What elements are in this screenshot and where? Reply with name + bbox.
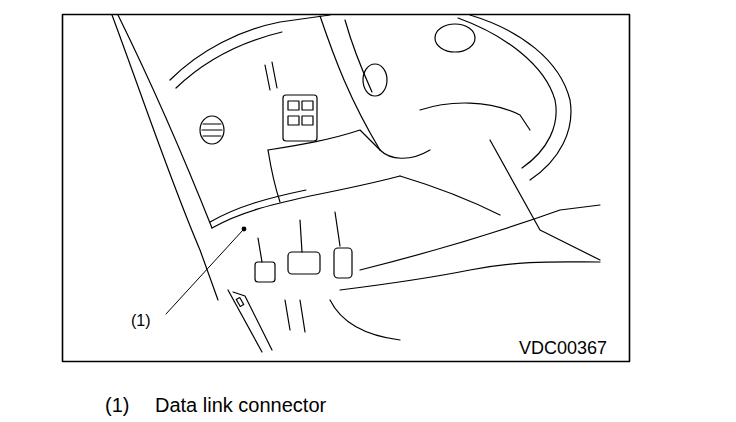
air-vent	[202, 124, 222, 136]
steering-wheel	[470, 15, 571, 180]
steering-spoke	[420, 103, 530, 130]
seat-front	[330, 300, 400, 340]
dashboard-top	[176, 32, 282, 88]
leader-dot	[242, 227, 246, 231]
figure-code: VDC00367	[519, 339, 607, 357]
dashboard-lower-edge	[210, 190, 306, 222]
switch	[302, 116, 313, 125]
switch	[288, 116, 299, 125]
pedal-arm	[335, 212, 340, 246]
dashboard-top	[170, 15, 330, 80]
legend-number: (1)	[105, 395, 129, 415]
air-vent	[200, 116, 224, 144]
dashboard-lower-edge	[212, 176, 400, 228]
sill-clip	[236, 298, 243, 307]
pedal	[334, 248, 352, 278]
seat-edge	[340, 262, 600, 290]
knee-panel	[268, 150, 280, 202]
switch-panel	[283, 95, 317, 141]
door-panel	[112, 15, 218, 300]
pedal	[288, 252, 320, 274]
console-line	[490, 140, 600, 260]
steering-column	[320, 16, 430, 158]
steering-hub	[435, 24, 475, 52]
pedal	[255, 262, 275, 282]
pedal-arm	[300, 220, 302, 252]
floor-line	[400, 176, 500, 215]
trim-line	[265, 62, 277, 90]
legend-text: Data link connector	[155, 395, 326, 415]
sill-line	[233, 292, 272, 350]
leader-line	[166, 230, 243, 314]
ignition-key	[363, 64, 387, 96]
door-edge	[118, 15, 212, 228]
ignition	[345, 20, 372, 92]
switch	[302, 101, 313, 110]
floor-mat	[285, 300, 305, 332]
switch	[288, 101, 299, 110]
callout-number: (1)	[131, 313, 151, 329]
figure-frame	[63, 15, 630, 362]
seat-edge	[360, 205, 600, 270]
pedal-arm	[258, 238, 262, 262]
knee-panel	[268, 130, 380, 150]
steering-wheel	[458, 18, 556, 168]
